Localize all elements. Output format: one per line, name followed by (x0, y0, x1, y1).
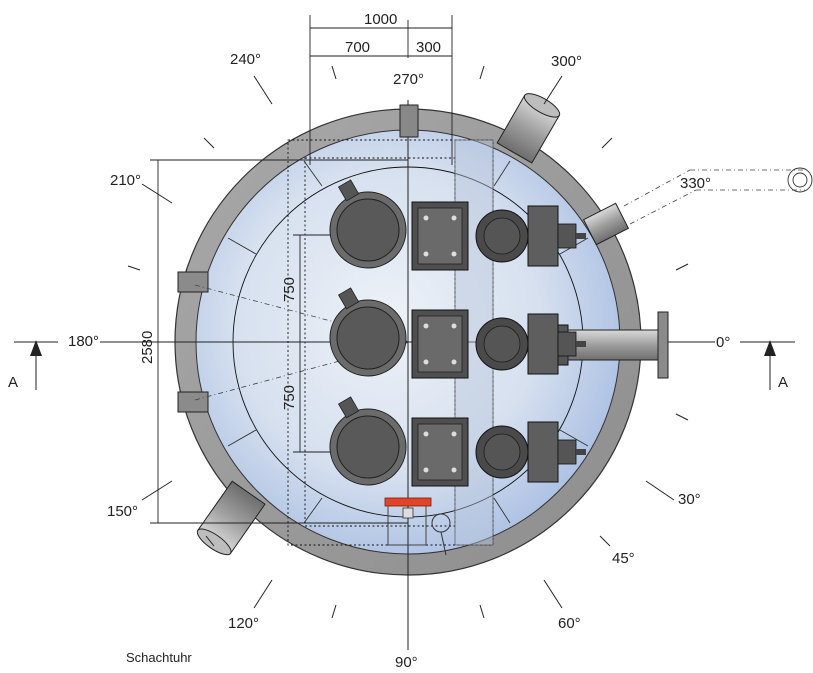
step-iron-lower (177, 391, 209, 413)
cover-handle (384, 497, 451, 556)
angle-label-30: 30° (678, 491, 701, 508)
angle-label-45: 45° (612, 550, 635, 567)
angle-label-150: 150° (107, 503, 138, 520)
section-label-left: A (8, 374, 18, 391)
top-dimensions (309, 15, 453, 165)
angle-label-330: 330° (680, 175, 711, 192)
angle-label-300: 300° (551, 53, 582, 70)
caption-schachtuhr: Schachtuhr (126, 650, 192, 665)
angle-label-180: 180° (68, 333, 99, 350)
dim-top-total: 1000 (364, 11, 397, 28)
section-label-right: A (778, 374, 788, 391)
dim-top-right: 300 (416, 39, 441, 56)
dim-spacing-upper: 750 (281, 277, 298, 302)
pipe-150 (196, 480, 266, 556)
ref-line-upper (194, 284, 411, 343)
dim-spacing-lower: 750 (281, 385, 298, 410)
angle-label-60: 60° (558, 615, 581, 632)
angle-label-210: 210° (110, 172, 141, 189)
ref-line-lower (194, 341, 411, 401)
segment-lines (227, 160, 589, 524)
angle-label-120: 120° (228, 615, 259, 632)
step-iron-upper (177, 271, 209, 293)
angle-label-0: 0° (716, 334, 730, 351)
section-marker-right (740, 340, 795, 390)
pipe-300 (496, 93, 561, 164)
angle-label-90: 90° (395, 654, 418, 671)
dim-vertical-total: 2580 (139, 331, 156, 364)
angle-label-240: 240° (230, 51, 261, 68)
access-rung (399, 104, 419, 138)
spacing-dimension (293, 234, 330, 453)
vertical-dimension (150, 159, 408, 524)
section-marker-left (14, 340, 58, 390)
clock-ticks (127, 65, 715, 650)
angle-label-270: 270° (393, 71, 424, 88)
dim-top-left: 700 (345, 39, 370, 56)
pipe-330 (582, 167, 813, 246)
